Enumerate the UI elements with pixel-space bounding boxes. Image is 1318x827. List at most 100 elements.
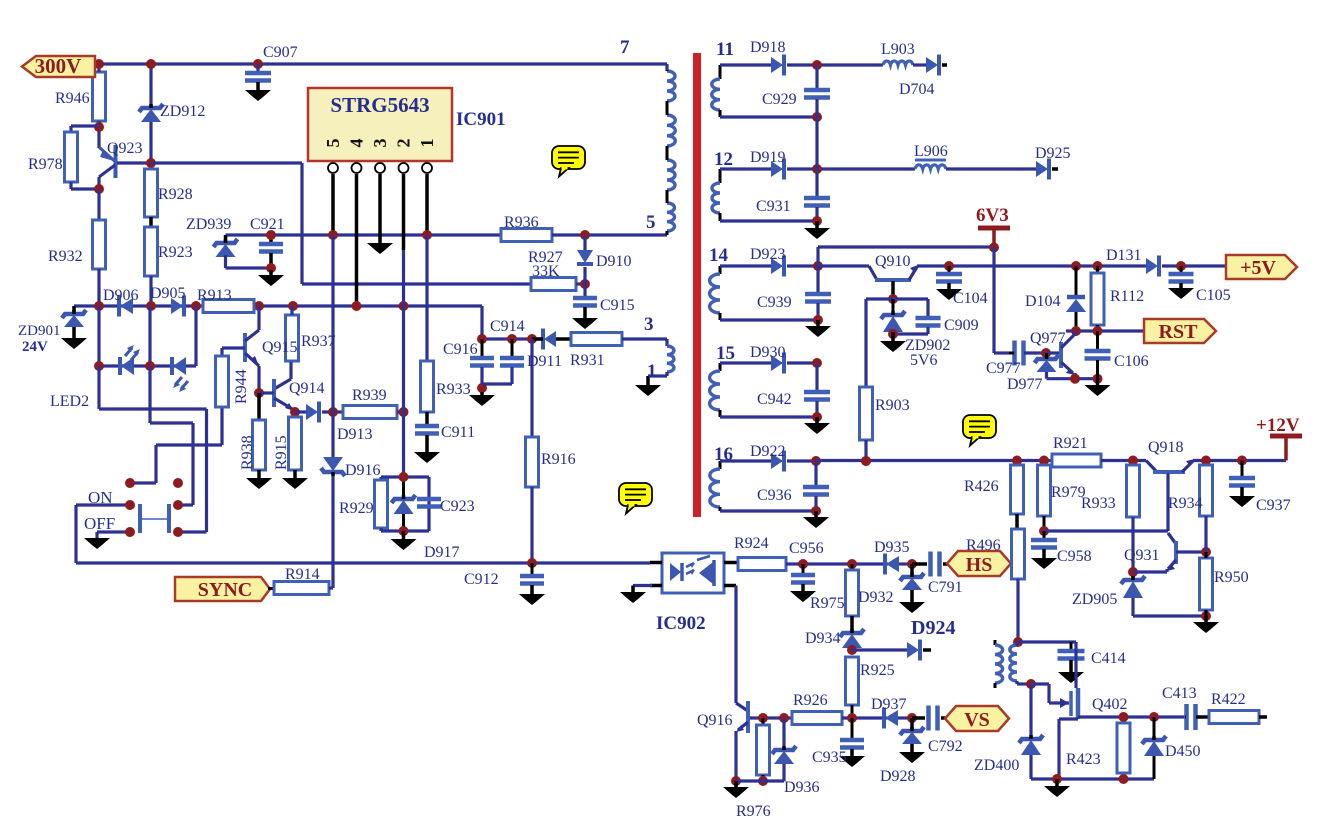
svg-text:R924: R924 [734, 535, 769, 552]
svg-text:D918: D918 [750, 39, 786, 56]
svg-text:12: 12 [714, 149, 733, 170]
svg-text:IC901: IC901 [456, 109, 506, 130]
svg-text:SYNC: SYNC [198, 579, 252, 601]
svg-text:C935: C935 [812, 749, 847, 766]
svg-text:D913: D913 [337, 426, 373, 443]
svg-text:3: 3 [644, 314, 654, 335]
svg-text:Q402: Q402 [1092, 696, 1128, 713]
svg-text:R926: R926 [793, 692, 828, 709]
svg-text:Q931: Q931 [1124, 547, 1160, 564]
svg-text:D923: D923 [750, 246, 786, 263]
svg-text:R931: R931 [570, 352, 605, 369]
svg-text:5V6: 5V6 [910, 352, 938, 369]
svg-text:R496: R496 [966, 537, 1001, 554]
svg-text:R939: R939 [352, 387, 387, 404]
svg-text:R923: R923 [158, 244, 193, 261]
svg-text:C977: C977 [986, 360, 1021, 377]
svg-text:D928: D928 [880, 768, 916, 785]
svg-text:R903: R903 [875, 397, 910, 414]
svg-text:R927: R927 [528, 249, 563, 266]
svg-text:D450: D450 [1165, 743, 1201, 760]
svg-text:C104: C104 [953, 290, 988, 307]
svg-text:D934: D934 [805, 630, 841, 647]
svg-text:C791: C791 [928, 579, 963, 596]
svg-text:R916: R916 [541, 451, 576, 468]
svg-text:R933: R933 [436, 381, 471, 398]
svg-text:D930: D930 [750, 344, 786, 361]
svg-text:C914: C914 [490, 318, 525, 335]
svg-text:R921: R921 [1053, 435, 1088, 452]
svg-text:15: 15 [716, 343, 735, 364]
svg-text:D937: D937 [871, 696, 907, 713]
svg-text:4: 4 [347, 139, 367, 148]
svg-text:D911: D911 [527, 353, 562, 370]
svg-text:Q923: Q923 [107, 140, 143, 157]
svg-text:Q918: Q918 [1148, 439, 1184, 456]
svg-text:R929: R929 [339, 500, 374, 517]
svg-text:C958: C958 [1057, 548, 1092, 565]
svg-text:C931: C931 [756, 198, 791, 215]
svg-text:D922: D922 [750, 443, 786, 460]
svg-text:ZD400: ZD400 [974, 757, 1019, 774]
svg-text:R422: R422 [1211, 691, 1246, 708]
svg-text:HS: HS [966, 554, 993, 576]
svg-text:3: 3 [370, 139, 390, 148]
svg-text:+5V: +5V [1240, 257, 1276, 279]
svg-text:C912: C912 [464, 571, 499, 588]
svg-text:D916: D916 [345, 462, 381, 479]
svg-text:R976: R976 [736, 803, 771, 820]
svg-text:14: 14 [709, 245, 729, 266]
svg-text:R914: R914 [285, 566, 320, 583]
svg-text:C937: C937 [1256, 497, 1291, 514]
svg-text:6V3: 6V3 [976, 205, 1009, 226]
svg-text:LED2: LED2 [50, 393, 89, 410]
svg-text:D935: D935 [874, 539, 910, 556]
svg-text:D936: D936 [784, 779, 820, 796]
svg-text:D977: D977 [1007, 376, 1043, 393]
svg-text:D104: D104 [1025, 293, 1061, 310]
svg-text:R112: R112 [1110, 288, 1144, 305]
svg-text:Q977: Q977 [1030, 330, 1066, 347]
svg-text:5: 5 [323, 139, 343, 148]
svg-text:C916: C916 [443, 341, 478, 358]
svg-text:RST: RST [1159, 321, 1199, 343]
svg-text:Q910: Q910 [875, 253, 911, 270]
svg-text:R426: R426 [964, 478, 999, 495]
svg-text:R913: R913 [197, 287, 232, 304]
svg-text:R915: R915 [273, 435, 290, 470]
svg-text:300V: 300V [35, 54, 82, 78]
svg-text:D131: D131 [1106, 247, 1142, 264]
svg-text:R978: R978 [28, 156, 63, 173]
svg-text:R933: R933 [1081, 495, 1116, 512]
svg-text:L906: L906 [914, 143, 948, 160]
svg-text:ZD912: ZD912 [160, 103, 205, 120]
svg-text:Q916: Q916 [697, 712, 733, 729]
svg-text:C909: C909 [944, 317, 979, 334]
svg-text:ZD905: ZD905 [1072, 591, 1117, 608]
svg-text:D919: D919 [750, 149, 786, 166]
svg-text:D924: D924 [911, 617, 955, 639]
svg-text:STRG5643: STRG5643 [330, 93, 429, 117]
svg-text:R937: R937 [301, 333, 336, 350]
svg-text:C915: C915 [600, 297, 635, 314]
svg-text:VS: VS [964, 709, 990, 731]
svg-text:L903: L903 [881, 41, 915, 58]
svg-text:C956: C956 [789, 540, 824, 557]
svg-text:ON: ON [88, 488, 113, 507]
svg-text:C936: C936 [757, 487, 792, 504]
svg-text:R975: R975 [810, 595, 845, 612]
svg-text:D910: D910 [596, 253, 632, 270]
svg-text:C939: C939 [757, 294, 792, 311]
svg-text:C923: C923 [440, 498, 475, 515]
svg-text:OFF: OFF [84, 514, 115, 533]
svg-text:C942: C942 [757, 391, 792, 408]
svg-text:R944: R944 [233, 369, 250, 404]
svg-text:C921: C921 [250, 216, 285, 233]
svg-text:D905: D905 [150, 285, 186, 302]
svg-text:C929: C929 [762, 91, 797, 108]
svg-text:1: 1 [417, 139, 437, 148]
svg-text:R938: R938 [239, 435, 256, 470]
svg-text:Q914: Q914 [289, 380, 325, 397]
svg-text:5: 5 [646, 212, 656, 233]
svg-text:R925: R925 [860, 662, 895, 679]
